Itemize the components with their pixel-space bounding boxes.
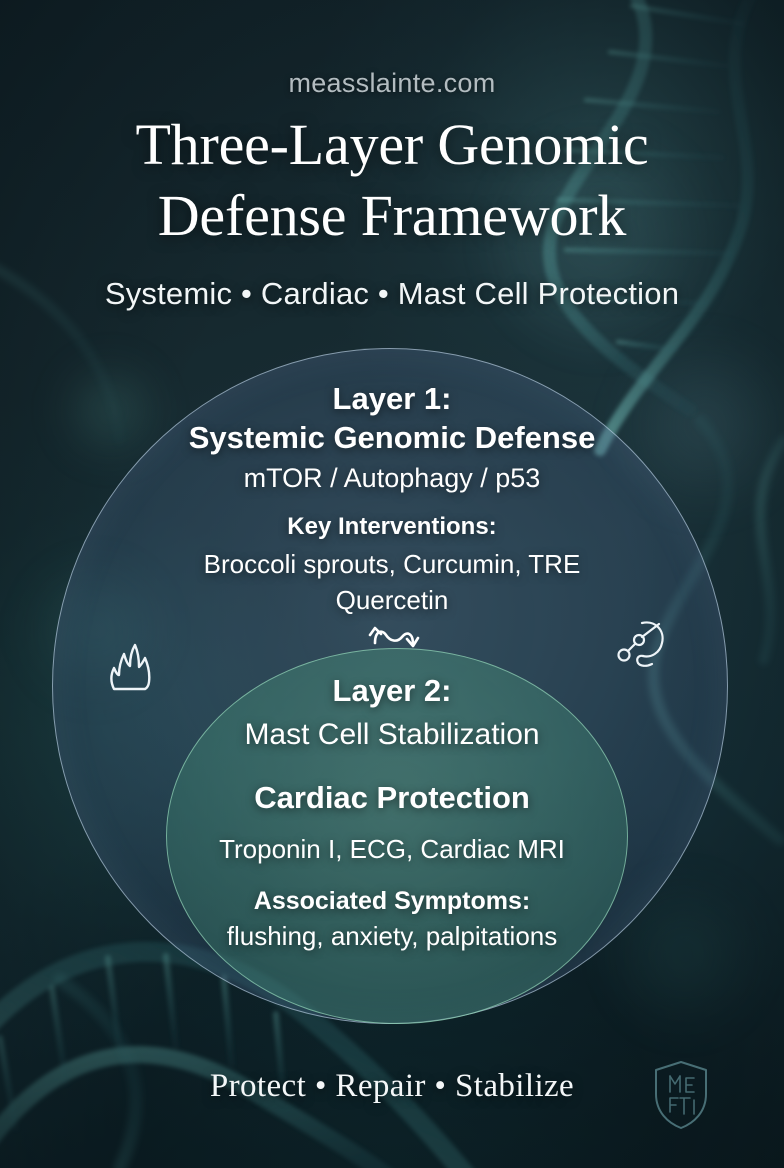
- page-title: Three-Layer Genomic Defense Framework: [0, 110, 784, 252]
- symptoms-heading: Associated Symptoms:: [253, 887, 531, 915]
- page-title-line-2: Defense Framework: [157, 182, 627, 248]
- site-url: measslainte.com: [288, 68, 496, 98]
- layer2-circle: [166, 648, 628, 1024]
- layer1-name: Systemic Genomic Defense: [188, 420, 596, 455]
- layer2-label: Layer 2:: [332, 673, 452, 708]
- footer-tagline: Protect • Repair • Stabilize: [209, 1068, 575, 1104]
- symptoms-list: flushing, anxiety, palpitations: [226, 921, 558, 951]
- page-subtitle: Systemic • Cardiac • Mast Cell Protectio…: [104, 276, 680, 311]
- layer1-label: Layer 1:: [332, 381, 452, 416]
- layer2-name: Mast Cell Stabilization: [244, 718, 540, 751]
- layer1-interventions-line-1: Broccoli sprouts, Curcumin, TRE: [203, 549, 581, 579]
- layer1-interventions-heading: Key Interventions:: [287, 513, 497, 540]
- layer1-pathways: mTOR / Autophagy / p53: [243, 463, 541, 493]
- cardiac-protection-heading: Cardiac Protection: [254, 780, 530, 815]
- layer1-interventions-line-2: Quercetin: [335, 585, 449, 615]
- meas-slainte-shield-logo: [650, 1058, 712, 1137]
- page-title-line-1: Three-Layer Genomic: [135, 112, 649, 177]
- cardiac-markers: Troponin I, ECG, Cardiac MRI: [219, 834, 565, 864]
